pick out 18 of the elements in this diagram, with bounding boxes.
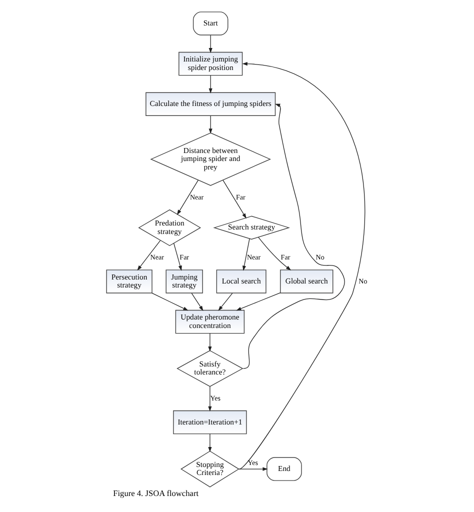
arrow <box>173 242 182 270</box>
arrow <box>258 236 292 270</box>
arrow <box>208 332 212 352</box>
arrow <box>191 292 204 310</box>
arrow <box>238 466 268 470</box>
arrow <box>218 292 233 310</box>
arrow <box>208 386 212 411</box>
arrow <box>208 433 212 452</box>
arrow <box>208 115 212 134</box>
arrow <box>242 238 250 270</box>
arrow <box>208 34 212 53</box>
arrow <box>176 179 198 214</box>
arrow <box>239 62 366 469</box>
arrow <box>152 292 188 310</box>
arrow <box>137 240 161 270</box>
arrow <box>222 179 246 218</box>
arrow <box>208 74 212 93</box>
arrow <box>236 292 281 310</box>
